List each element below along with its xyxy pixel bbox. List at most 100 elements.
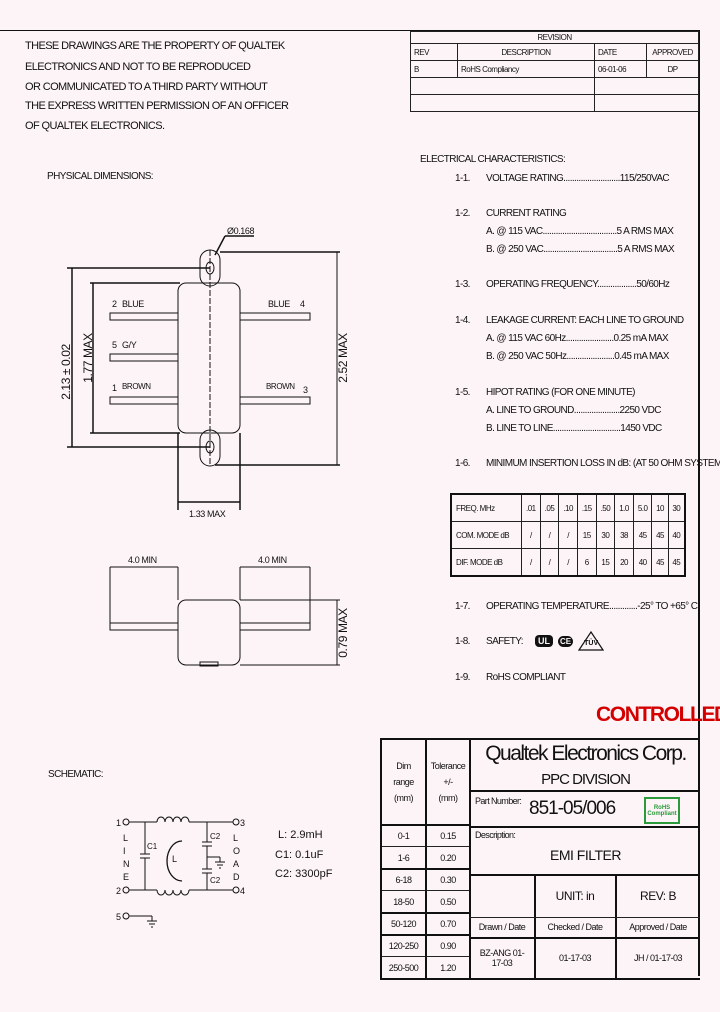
cell: 20	[614, 548, 634, 577]
spec-line: A. @ 115 VAC............................…	[486, 226, 674, 237]
checked-date: 01-17-03	[558, 953, 592, 963]
cell: 6	[576, 548, 597, 577]
drawn-label: Drawn / Date	[478, 922, 526, 932]
spec-line: A. @ 115 VAC 60Hz......................0…	[486, 333, 669, 344]
notice-line: OR COMMUNICATED TO A THIRD PARTY WITHOUT	[25, 81, 268, 93]
node-label: 5	[116, 912, 121, 922]
tolerance: 0.90	[425, 934, 469, 956]
unit: UNIT: in	[555, 888, 595, 903]
lead-label: 2	[112, 299, 117, 309]
item-number: 1-3.	[455, 279, 470, 290]
tolerance: 0.30	[425, 868, 469, 890]
division-name: PPC DIVISION	[541, 770, 631, 788]
sheet-border-right	[698, 30, 700, 976]
filter-body-side-view	[177, 599, 241, 666]
cell: /	[539, 521, 560, 549]
drawn-by-date: BZ-ANG 01-17-03	[479, 948, 525, 968]
component-value: C1: 0.1uF	[275, 849, 324, 861]
tolerance-header: Tolerance+/-(mm)	[425, 740, 469, 824]
mounting-dimension: 2.13 ± 0.02	[59, 343, 73, 399]
node-label: 1	[116, 818, 121, 828]
dim-range: 250-500	[382, 956, 425, 978]
item-number: 1-4.	[455, 315, 470, 326]
spec-line: HIPOT RATING (FOR ONE MINUTE)	[486, 387, 636, 398]
inductor-top	[156, 816, 190, 823]
part-number: 851-05/006	[529, 798, 616, 819]
item-number: 1-5.	[455, 387, 470, 398]
table-row	[410, 94, 699, 112]
dim-range: 18-50	[382, 890, 425, 912]
l-label: L	[172, 854, 177, 864]
cell: 45	[651, 521, 669, 549]
cell: .50	[595, 493, 616, 522]
cell: FREQ. MHz	[450, 493, 522, 522]
lead-label: G/Y	[122, 340, 137, 350]
dim-range: 50-120	[382, 912, 425, 934]
line-letter: I	[123, 846, 126, 856]
cell: COM. MODE dB	[450, 521, 522, 549]
spec-line: SAFETY:	[486, 636, 524, 647]
safety-marks: UL CE TÜV	[535, 631, 605, 651]
line-letter: L	[123, 833, 128, 843]
lead-label: 4	[300, 299, 305, 309]
item-number: 1-6.	[455, 458, 470, 469]
load-letter: D	[233, 872, 240, 882]
notice-line: ELECTRONICS AND NOT TO BE REPRODUCED	[25, 61, 251, 73]
cell: DP	[646, 60, 699, 78]
load-letter: O	[233, 846, 240, 856]
spec-line: RoHS COMPLIANT	[486, 672, 566, 683]
cell: 30	[667, 493, 686, 522]
cell: 1.0	[614, 493, 634, 522]
component-value: L: 2.9mH	[278, 829, 323, 841]
col-header: REV	[410, 43, 458, 61]
sheet-border-top	[0, 30, 699, 31]
cell: 30	[595, 521, 616, 549]
item-number: 1-8.	[455, 636, 470, 647]
cell: 45	[667, 548, 686, 577]
schematic-diagram: 1 2 3 4 5 L I N E L O A D C1 C2 C2 L L: …	[116, 816, 333, 928]
spec-line: B. @ 250 VAC 50Hz......................0…	[486, 351, 669, 362]
cell: 06-01-06	[594, 60, 647, 78]
cell: B	[410, 60, 458, 78]
col-header: APPROVED	[646, 43, 699, 61]
tuv-mark-text: TÜV	[584, 640, 599, 647]
item-number: 1-2.	[455, 208, 470, 219]
physical-dimensions-heading: PHYSICAL DIMENSIONS:	[47, 171, 154, 182]
height-dimension: 0.79 MAX	[336, 608, 350, 658]
physical-dimension-drawing: Ø0.168 2 BLUE 5 G/Y 1 BROWN BLUE 4 BROWN…	[59, 226, 350, 667]
component-value: C2: 3300pF	[275, 868, 333, 880]
load-letter: A	[233, 859, 239, 869]
cell: 5.0	[632, 493, 653, 522]
electrical-heading: ELECTRICAL CHARACTERISTICS:	[420, 154, 566, 165]
spec-line: OPERATING FREQUENCY..................50/…	[486, 279, 670, 290]
revision: REV: B	[640, 888, 676, 903]
checked-label: Checked / Date	[547, 922, 603, 932]
lead-label: 3	[303, 385, 308, 395]
col-header: DESCRIPTION	[457, 43, 595, 61]
notice-line: THESE DRAWINGS ARE THE PROPERTY OF QUALT…	[25, 40, 285, 52]
item-number: 1-1.	[455, 173, 470, 184]
ul-mark-icon: UL	[535, 635, 553, 647]
load-letter: L	[233, 833, 238, 843]
node-label: 2	[116, 886, 121, 896]
cell: 45	[632, 521, 653, 549]
dim-range: 0-1	[382, 824, 425, 846]
lead-length-dimension: 4.0 MIN	[258, 555, 287, 565]
revision-title: REVISION	[410, 31, 699, 44]
cell: /	[521, 548, 541, 577]
tuv-mark-icon: TÜV	[578, 631, 605, 651]
cell: /	[558, 521, 578, 549]
c1-label: C1	[147, 842, 158, 851]
node-label: 3	[240, 818, 245, 828]
cell: 38	[614, 521, 634, 549]
lead-label: 1	[112, 383, 117, 393]
spec-line: MINIMUM INSERTION LOSS IN dB: (AT 50 OHM…	[486, 458, 720, 469]
